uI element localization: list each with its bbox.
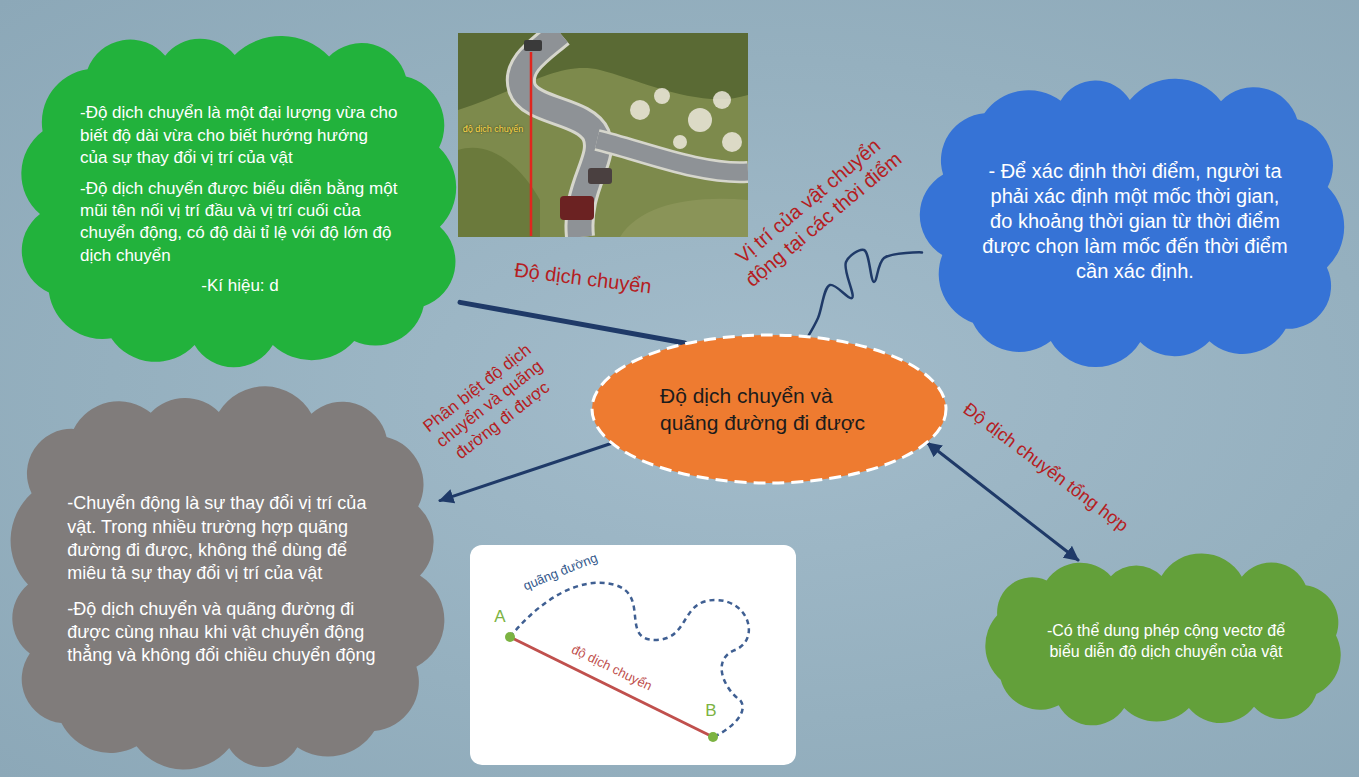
displacement-line — [530, 52, 533, 236]
connector-line — [460, 302, 685, 343]
node-text: -Chuyển động là sự thay đổi vị trí của v… — [67, 492, 381, 586]
road-verge — [597, 140, 748, 172]
node-text: -Có thể dung phép cộng vectơ để biểu diễ… — [1030, 621, 1302, 663]
node-text: -Kí hiệu: d — [80, 275, 400, 297]
comparison-cloud: -Chuyển động là sự thay đổi vị trí của v… — [8, 392, 440, 768]
cloud-shape — [980, 560, 1352, 724]
node-text: -Độ dịch chuyển là một đại lượng vừa cho… — [80, 102, 400, 169]
node-text: -Độ dịch chuyển được biểu diễn bằng một … — [80, 178, 400, 268]
point-dot — [708, 732, 718, 742]
photo-annotation: độ dịch chuyển — [463, 124, 524, 135]
car — [560, 196, 594, 220]
edge-label: Phân biệt độ dịch chuyển và quãng đường … — [412, 335, 568, 476]
ellipse-outline — [592, 335, 946, 483]
cloud-outline — [985, 553, 1340, 725]
node-text: Độ dịch chuyển và quãng đường đi được — [660, 382, 875, 437]
cloud-outline — [11, 386, 445, 769]
point-dot — [505, 632, 515, 642]
blossom-tree — [630, 100, 650, 120]
photo-hill — [458, 33, 748, 110]
cloud-outline — [920, 79, 1344, 367]
point-label: B — [705, 701, 716, 721]
cloud-shape — [20, 35, 460, 365]
car — [588, 168, 612, 184]
figure-panel — [470, 545, 796, 765]
blossom-tree — [688, 108, 712, 132]
blossom-tree — [722, 132, 742, 152]
road — [597, 140, 748, 172]
photo-slope — [620, 199, 748, 237]
photo-ground — [458, 33, 748, 237]
photo-slope — [458, 148, 540, 237]
definition-cloud: -Độ dịch chuyển là một đại lượng vừa cho… — [20, 35, 460, 365]
road — [521, 33, 598, 237]
node-text: - Để xác định thời điểm, người ta phải x… — [981, 159, 1290, 284]
cloud-outline — [21, 36, 456, 367]
blossom-tree — [713, 91, 731, 109]
connector-line — [808, 250, 922, 336]
car — [524, 40, 542, 51]
vector-sum-cloud: -Có thể dung phép cộng vectơ để biểu diễ… — [980, 560, 1352, 724]
path-curve — [510, 583, 749, 737]
node-text: -Độ dịch chuyển và quãng đường đi được c… — [67, 598, 381, 668]
edge-label: Độ dịch chuyển — [513, 258, 653, 299]
path-vs-displacement-figure — [470, 545, 796, 765]
time-cloud: - Để xác định thời điểm, người ta phải x… — [922, 80, 1348, 362]
edge-label: Độ dịch chuyển tổng hợp — [958, 399, 1131, 537]
displacement-segment — [510, 637, 713, 737]
point-label: A — [494, 607, 505, 627]
central-topic-ellipse: Độ dịch chuyển và quãng đường đi được — [590, 333, 948, 485]
connector-line — [928, 443, 1078, 560]
ellipse-shape — [590, 333, 948, 485]
road-verge — [521, 33, 598, 237]
road-photo — [458, 33, 748, 237]
blossom-tree — [654, 88, 670, 104]
blossom-tree — [673, 135, 687, 149]
